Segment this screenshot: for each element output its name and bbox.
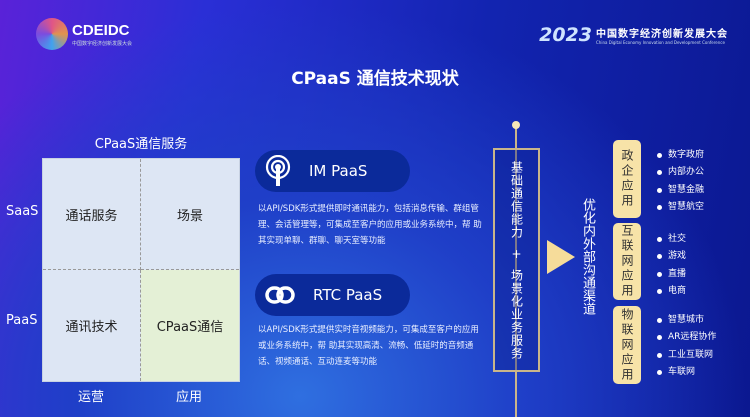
- product-name: IM PaaS: [309, 162, 368, 180]
- list-item: 智慧城市: [657, 312, 716, 329]
- matrix-cell-highlight: CPaaS通信: [141, 270, 239, 381]
- foundation-box: 基础通信能力 + 场景化业务服务: [493, 148, 540, 372]
- list-item: AR远程协作: [657, 329, 716, 346]
- conf-year: 2023: [539, 24, 592, 46]
- plus-sign: +: [511, 246, 522, 261]
- optimize-text: 优化内外部沟通渠道: [580, 198, 595, 315]
- logo-text: CDEIDC: [72, 22, 130, 39]
- list-item: 社交: [657, 231, 686, 248]
- list-item: 数字政府: [657, 147, 704, 164]
- link-icon: [265, 286, 295, 304]
- service-matrix: 通话服务 场景 通讯技术 CPaaS通信: [42, 158, 240, 382]
- foundation-bottom: 场景化业务服务: [509, 268, 524, 360]
- connector-dot: [512, 121, 520, 129]
- matrix-label: CPaaS通信服务: [94, 137, 188, 152]
- product-desc: 以API/SDK形式提供即时通讯能力，包括消息传输、群组管理、会话管理等，可集成…: [258, 204, 482, 246]
- list-item: 智慧航空: [657, 199, 704, 216]
- conf-name: 中国数字经济创新发展大会: [596, 29, 728, 40]
- list-item: 智慧金融: [657, 182, 704, 199]
- list-item: 电商: [657, 283, 686, 300]
- list-item: 车联网: [657, 364, 716, 381]
- connector-line: [515, 125, 517, 417]
- col-label-ops: 运营: [78, 390, 105, 405]
- row-label-paas: PaaS: [6, 313, 38, 328]
- category-list: 智慧城市 AR远程协作 工业互联网 车联网: [657, 312, 716, 381]
- arrow-right-icon: [547, 240, 575, 274]
- conference-brand: 2023 中国数字经济创新发展大会 China Digital Economy …: [539, 24, 728, 46]
- category-list: 社交 游戏 直播 电商: [657, 231, 686, 300]
- col-label-app: 应用: [176, 390, 203, 405]
- product-desc: 以API/SDK形式提供实时音视频能力，可集成至客户的应用或业务系统中，帮 助其…: [258, 325, 479, 367]
- row-label-saas: SaaS: [6, 204, 39, 219]
- category-list: 数字政府 内部办公 智慧金融 智慧航空: [657, 147, 704, 216]
- product-name: RTC PaaS: [313, 286, 383, 304]
- category-box: 物联网应用: [613, 306, 641, 384]
- cdeidc-logo: [36, 18, 68, 50]
- conf-en: China Digital Economy Innovation and Dev…: [596, 40, 725, 45]
- logo-subtitle: 中国数字经济创新发展大会: [72, 41, 133, 47]
- list-item: 游戏: [657, 248, 686, 265]
- category-box: 政企应用: [613, 140, 641, 218]
- page-title: CPaaS 通信技术现状: [291, 69, 459, 89]
- category-name: 政企应用: [620, 149, 634, 209]
- matrix-cell: 通话服务: [43, 159, 141, 270]
- matrix-cell: 通讯技术: [43, 270, 141, 381]
- category-name: 物联网应用: [620, 307, 634, 383]
- foundation-top: 基础通信能力: [509, 160, 524, 239]
- im-paas-header: IM PaaS: [255, 150, 410, 192]
- list-item: 内部办公: [657, 164, 704, 181]
- list-item: 工业互联网: [657, 347, 716, 364]
- rtc-paas-header: RTC PaaS: [255, 274, 410, 316]
- broadcast-icon: [265, 155, 291, 186]
- category-box: 互联网应用: [613, 223, 641, 300]
- category-name: 互联网应用: [620, 224, 634, 299]
- list-item: 直播: [657, 266, 686, 283]
- matrix-cell: 场景: [141, 159, 239, 270]
